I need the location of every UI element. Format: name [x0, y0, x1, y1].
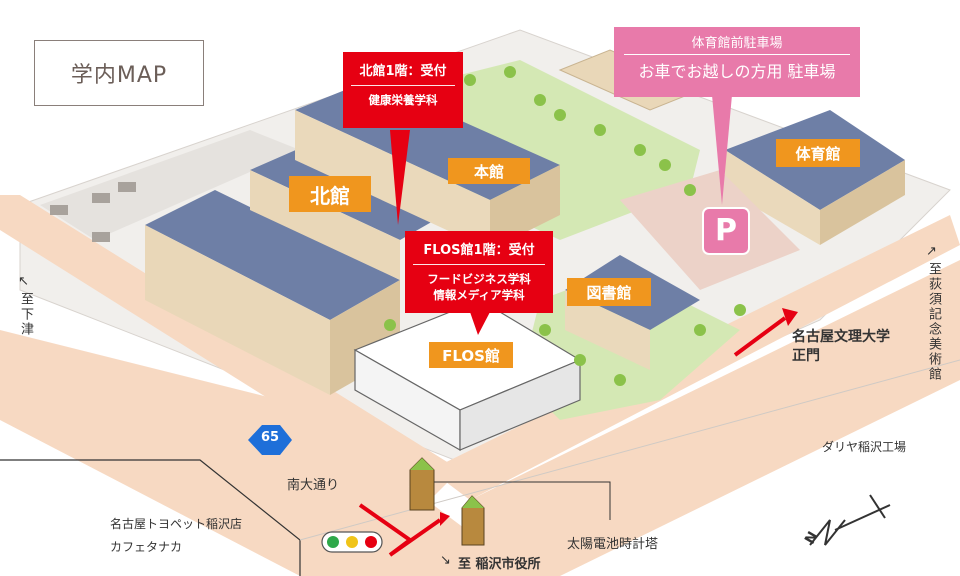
label-toyopet: 名古屋トヨペット稲沢店	[110, 517, 243, 531]
library-wall	[565, 290, 650, 370]
flos-callout-pointer	[470, 312, 490, 335]
label-gym: 体育館	[776, 139, 860, 167]
parking-callout-pointer	[712, 95, 732, 205]
label-cafe: カフェタナカ	[110, 540, 183, 554]
route-arrow-head	[440, 512, 450, 526]
route-number: 65	[260, 430, 280, 445]
kitakan-upper-wall	[250, 170, 400, 280]
car	[50, 205, 68, 215]
label-solar-clock: 太陽電池時計塔	[567, 537, 659, 552]
callout-flos-line2b: 情報メディア学科	[433, 288, 525, 302]
kitakan-roof	[145, 190, 400, 320]
compass-line	[834, 504, 891, 531]
kitakan-wall	[145, 225, 330, 395]
divider	[351, 85, 455, 86]
road-left-diagonal	[0, 195, 460, 500]
callout-parking: 体育館前駐車場 お車でお越しの方用 駐車場	[614, 27, 860, 97]
label-to-cityhall: 至 稲沢市役所	[458, 557, 541, 572]
compass-line	[869, 494, 886, 519]
road-minami-odori	[0, 330, 480, 576]
arrow-shimozu: ↖	[18, 274, 29, 289]
label-to-ogisu: 至荻須記念美術館	[926, 262, 941, 382]
arrow-cityhall: ↘	[440, 553, 451, 568]
car	[92, 232, 110, 242]
divider	[413, 264, 545, 265]
trees	[384, 66, 746, 386]
callout-kitakan: 北館1階：受付 健康栄養学科	[343, 52, 463, 128]
traffic-light-red	[365, 536, 377, 548]
callout-parking-line1: 体育館前駐車場	[691, 36, 783, 51]
kitakan-side	[330, 280, 400, 395]
label-dariya: ダリヤ稲沢工場	[822, 440, 907, 454]
route-65-shield	[248, 425, 292, 455]
callout-parking-line2: お車でお越しの方用 駐車場	[638, 62, 836, 81]
label-honkan: 本館	[448, 158, 530, 184]
parking-p: P	[715, 213, 737, 248]
arrow-ogisu: ↗	[926, 244, 937, 259]
parking-sign-bg	[702, 207, 750, 255]
clock-tower-top	[462, 496, 484, 508]
compass-mark	[809, 519, 846, 546]
label-flos: FLOS館	[429, 342, 513, 368]
honkan-side	[490, 165, 560, 250]
gym-side	[820, 160, 905, 245]
label-library: 図書館	[567, 278, 651, 306]
divider	[624, 54, 850, 55]
traffic-light-green	[327, 536, 339, 548]
callout-flos: FLOS館1階：受付 フードビジネス学科 情報メディア学科	[405, 231, 553, 313]
route-arrow-bottom	[358, 503, 442, 557]
honkan-wall	[295, 110, 490, 250]
map-title: 学内MAP	[34, 40, 204, 106]
label-to-shimozu: 至下津	[18, 292, 33, 337]
car	[118, 182, 136, 192]
gym-wall	[725, 150, 820, 245]
label-kitakan: 北館	[289, 176, 371, 212]
callout-flos-line2a: フードビジネス学科	[427, 272, 531, 286]
callout-kitakan-line1: 北館1階：受付	[359, 64, 447, 79]
outline-block-left	[0, 459, 301, 576]
route-arrow-gate	[733, 316, 787, 357]
route-arrow-gate-head	[782, 308, 798, 326]
flos-side	[459, 359, 581, 451]
label-main-gate-2: 正門	[792, 348, 820, 364]
callout-kitakan-line2: 健康栄養学科	[368, 93, 438, 107]
label-main-gate-1: 名古屋文理大学	[792, 329, 890, 345]
clock-tower-top	[410, 458, 434, 470]
road-lower-right	[470, 260, 960, 576]
parking-left	[40, 130, 300, 240]
leader-line	[434, 481, 611, 520]
callout-flos-line1: FLOS館1階：受付	[423, 243, 535, 258]
kitakan-callout-pointer	[390, 130, 410, 225]
car	[92, 193, 110, 203]
label-minami-odori: 南大通り	[287, 478, 340, 493]
traffic-light-yellow	[346, 536, 358, 548]
